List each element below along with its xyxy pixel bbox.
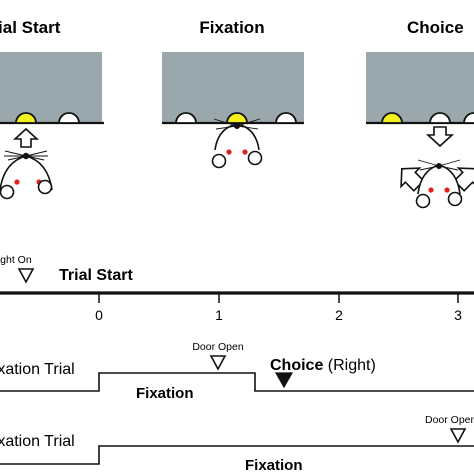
- tick-label-1: 1: [215, 307, 223, 323]
- panel-trial-start: [0, 52, 104, 200]
- timeline-trial-start-label: Trial Start: [59, 267, 133, 284]
- arrow-down-icon: [425, 126, 455, 148]
- nose-port-left: [175, 112, 197, 124]
- nose-port-center: [58, 112, 80, 124]
- choice-marker-icon: [274, 372, 294, 389]
- door-open-marker-icon: [449, 428, 467, 444]
- panel-title-trial-start: Trial Start: [0, 18, 61, 37]
- tick-label-2: 2: [335, 307, 343, 323]
- trial-row-label: Fixation Trial: [0, 361, 75, 378]
- tick-label-0: 0: [95, 307, 103, 323]
- phase-label-fixation: Fixation: [136, 385, 194, 402]
- choice-label: Choice (Right): [270, 357, 376, 374]
- light-on-marker-icon: [17, 268, 35, 284]
- trial-row-1: Fixation Trial Fixation Door Open Choice…: [0, 341, 474, 402]
- arena-wall: [162, 52, 304, 123]
- rat-icon: [415, 159, 463, 209]
- nose-port-center-lit: [226, 112, 248, 124]
- event-light-on-label: Light On: [0, 254, 32, 266]
- nose-port-center: [429, 112, 451, 124]
- arena-wall: [366, 52, 474, 123]
- panel-title-fixation: Fixation: [199, 18, 264, 37]
- event-door-open-label: Door Open: [192, 341, 244, 353]
- phase-label-fixation: Fixation: [245, 457, 303, 474]
- trial-row-2: Fixation Trial Fixation Door Open: [0, 414, 474, 474]
- trial-row-label: Fixation Trial: [0, 433, 75, 450]
- panel-title-choice: Choice: [407, 18, 464, 37]
- timeline: Light On Trial Start 0 1 2 3: [0, 254, 474, 323]
- door-open-marker-icon: [209, 355, 227, 371]
- panel-fixation: [162, 52, 304, 169]
- trial-trace: [0, 372, 474, 392]
- panel-choice: [366, 52, 474, 209]
- arrow-up-right-icon: [453, 167, 474, 192]
- event-door-open-label: Door Open: [425, 414, 474, 426]
- nose-port-left-lit: [15, 112, 37, 124]
- nose-port-right: [463, 112, 474, 124]
- rat-icon: [211, 118, 263, 169]
- trial-trace: [0, 445, 474, 465]
- arrow-up-icon: [12, 127, 40, 148]
- tick-label-3: 3: [454, 307, 462, 323]
- nose-port-left-lit: [381, 112, 403, 124]
- rat-icon: [0, 150, 53, 200]
- nose-port-right: [275, 112, 297, 124]
- arena-wall: [0, 52, 102, 123]
